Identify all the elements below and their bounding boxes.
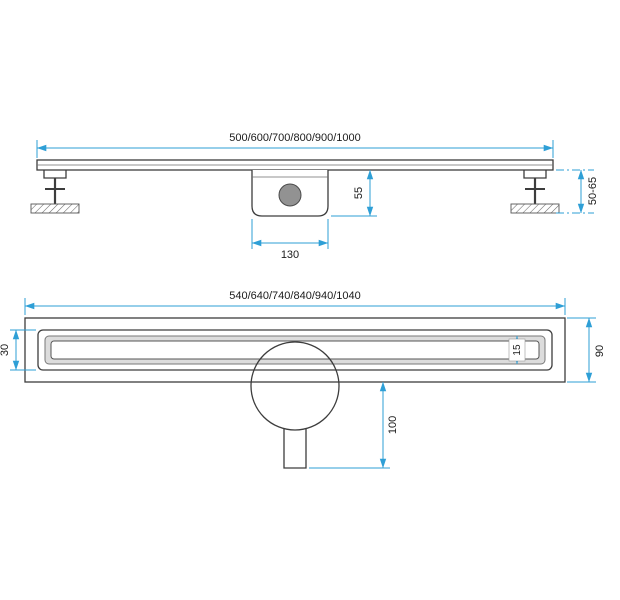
feet-height-label: 50-65 — [587, 177, 599, 205]
side-length-label: 500/600/700/800/900/1000 — [229, 132, 361, 144]
trap-depth-label: 55 — [353, 187, 365, 199]
dim-slot-width: 15 — [508, 335, 526, 365]
trap-width-label: 130 — [281, 249, 299, 261]
grate — [37, 329, 553, 371]
plan-view: 540/640/740/840/940/1040 30 15 90 — [0, 290, 606, 469]
plan-length-label: 540/640/740/840/940/1040 — [229, 290, 361, 302]
outlet-pipe — [283, 428, 307, 469]
dim-body-width: 90 — [567, 317, 606, 383]
dim-channel-width: 30 — [0, 329, 36, 371]
label-backplate — [508, 338, 526, 362]
dim-feet-height: 50-65 — [556, 169, 599, 214]
foot-pad — [510, 203, 560, 214]
dim-trap-depth: 55 — [331, 169, 377, 217]
body-width-label: 90 — [594, 345, 606, 357]
reference-lines — [556, 169, 594, 214]
extension-lines — [251, 219, 329, 249]
extension-lines — [567, 317, 596, 383]
foot-bracket — [43, 170, 67, 179]
trap-box — [251, 170, 329, 217]
foot-bracket — [523, 170, 547, 179]
outlet-port — [278, 183, 302, 207]
dim-trap-width: 130 — [251, 219, 329, 261]
dim-outlet-drop: 100 — [309, 381, 399, 469]
foot-right — [510, 170, 560, 214]
grate-slot — [50, 340, 540, 360]
foot-pad — [30, 203, 80, 214]
dim-plan-length: 540/640/740/840/940/1040 — [24, 290, 566, 315]
side-view: 500/600/700/800/900/1000 — [30, 132, 599, 261]
outlet-drop-label: 100 — [387, 416, 399, 434]
dim-side-length: 500/600/700/800/900/1000 — [36, 132, 554, 158]
foot-left — [30, 170, 80, 214]
channel-width-label: 30 — [0, 344, 11, 356]
slot-width-label: 15 — [512, 344, 523, 356]
siphon-circle — [250, 341, 340, 431]
